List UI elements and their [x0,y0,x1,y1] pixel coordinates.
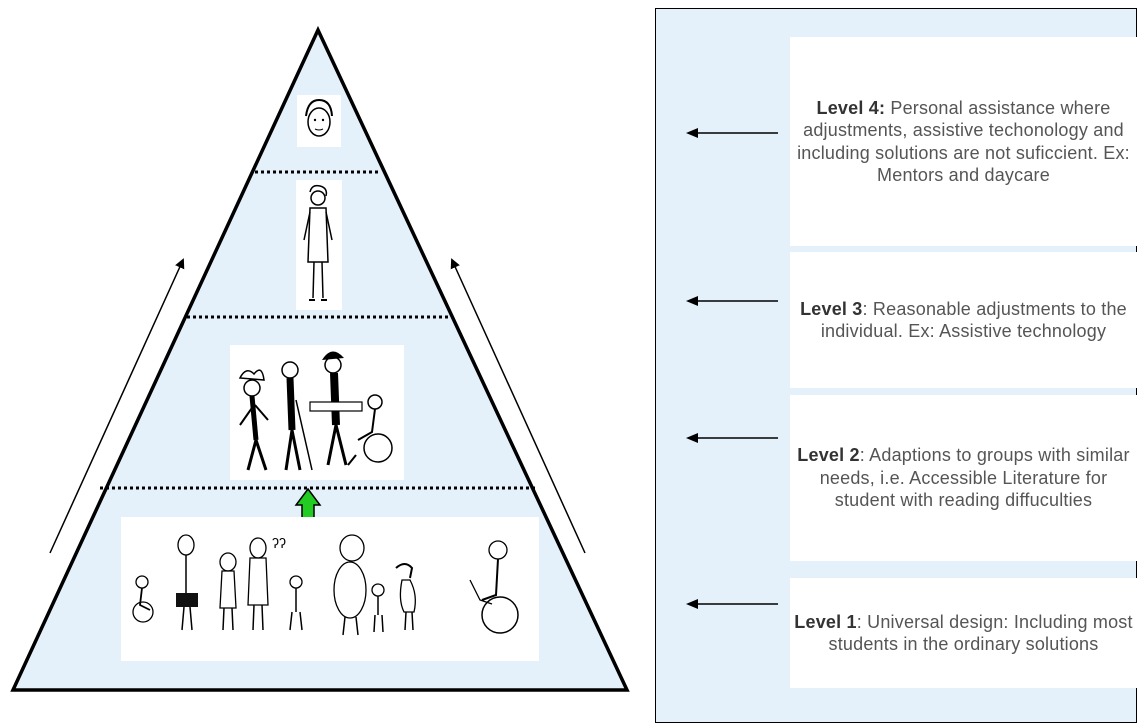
right-up-arrow [450,258,586,554]
single-face-illustration [297,95,341,147]
level-4-pointer-arrow [686,128,778,138]
level-1-heading: Level 1 [794,611,857,632]
diverse-students-crowd-illustration: ʔʔ [121,517,539,661]
level-3-heading: Level 3 [800,298,863,319]
level-3-box: Level 3: Reasonable adjustments to the i… [790,252,1137,388]
level-4-heading: Level 4: [816,97,886,118]
pyramid-diagram: ʔʔ [10,25,630,692]
level-1-pointer-arrow [686,599,778,609]
people-with-disabilities-group-illustration [230,345,404,480]
level-1-description: Level 1: Universal design: Including mos… [794,611,1133,655]
standing-person-illustration [296,180,342,310]
level-4-description: Level 4: Personal assistance where adjus… [797,97,1130,186]
level-2-heading: Level 2 [797,445,860,466]
level-3-pointer-arrow [686,296,778,306]
left-up-arrow [49,258,185,554]
level-2-description: Level 2: Adaptions to groups with simila… [797,445,1130,511]
level-2-box: Level 2: Adaptions to groups with simila… [790,395,1137,561]
level-4-box: Level 4: Personal assistance where adjus… [790,37,1137,246]
level-3-description: Level 3: Reasonable adjustments to the i… [800,298,1127,342]
svg-text:ʔʔ: ʔʔ [272,535,286,551]
level-1-box: Level 1: Universal design: Including mos… [790,578,1137,688]
levels-panel: Level 4: Personal assistance where adjus… [655,8,1137,723]
level-2-pointer-arrow [686,433,778,443]
